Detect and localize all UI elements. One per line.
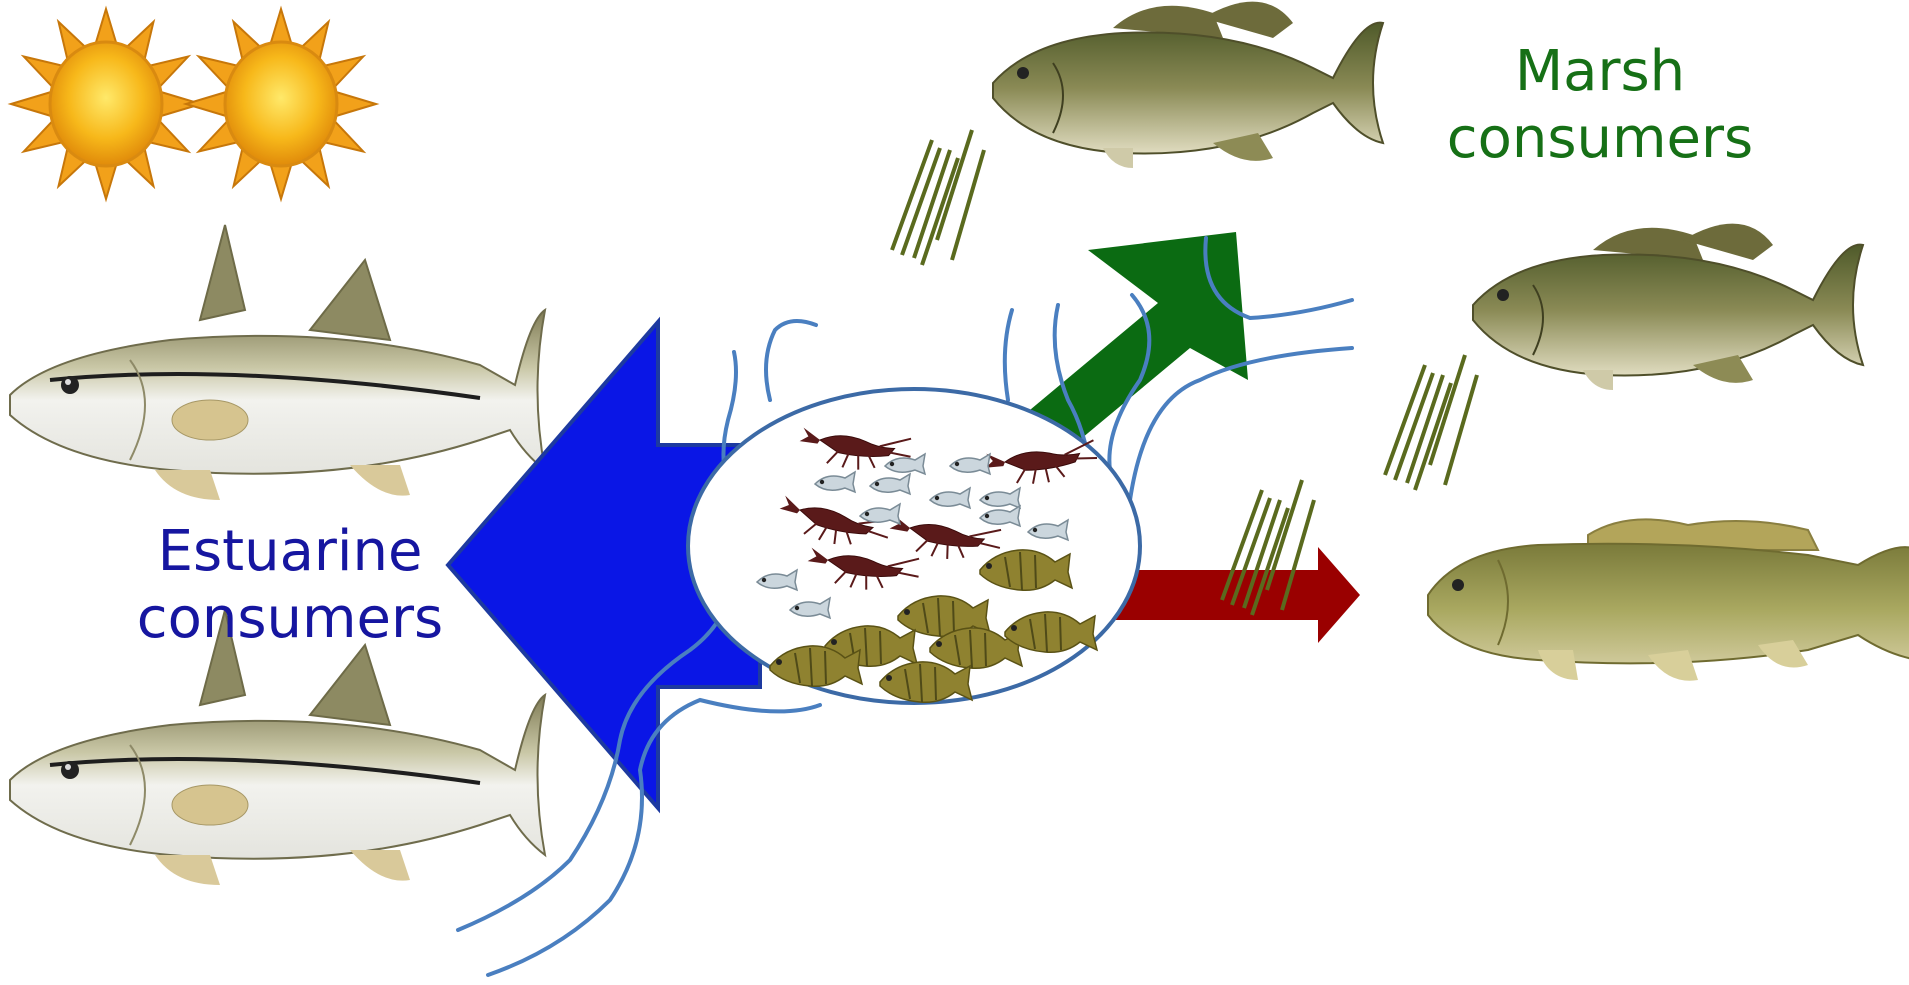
sun-icon bbox=[186, 9, 376, 199]
largemouth-bass-icon bbox=[993, 2, 1383, 168]
bowfin-fish-icon bbox=[1428, 519, 1909, 680]
estuarine-consumers-label: Estuarine consumers bbox=[120, 518, 460, 652]
sun-icon bbox=[11, 9, 201, 199]
largemouth-bass-icon bbox=[1473, 224, 1863, 390]
marsh-grass-icon bbox=[1385, 355, 1477, 490]
snook-fish-icon bbox=[10, 225, 545, 500]
marsh-consumers-label: Marsh consumers bbox=[1440, 38, 1760, 172]
marsh-grass-icon bbox=[892, 130, 984, 265]
